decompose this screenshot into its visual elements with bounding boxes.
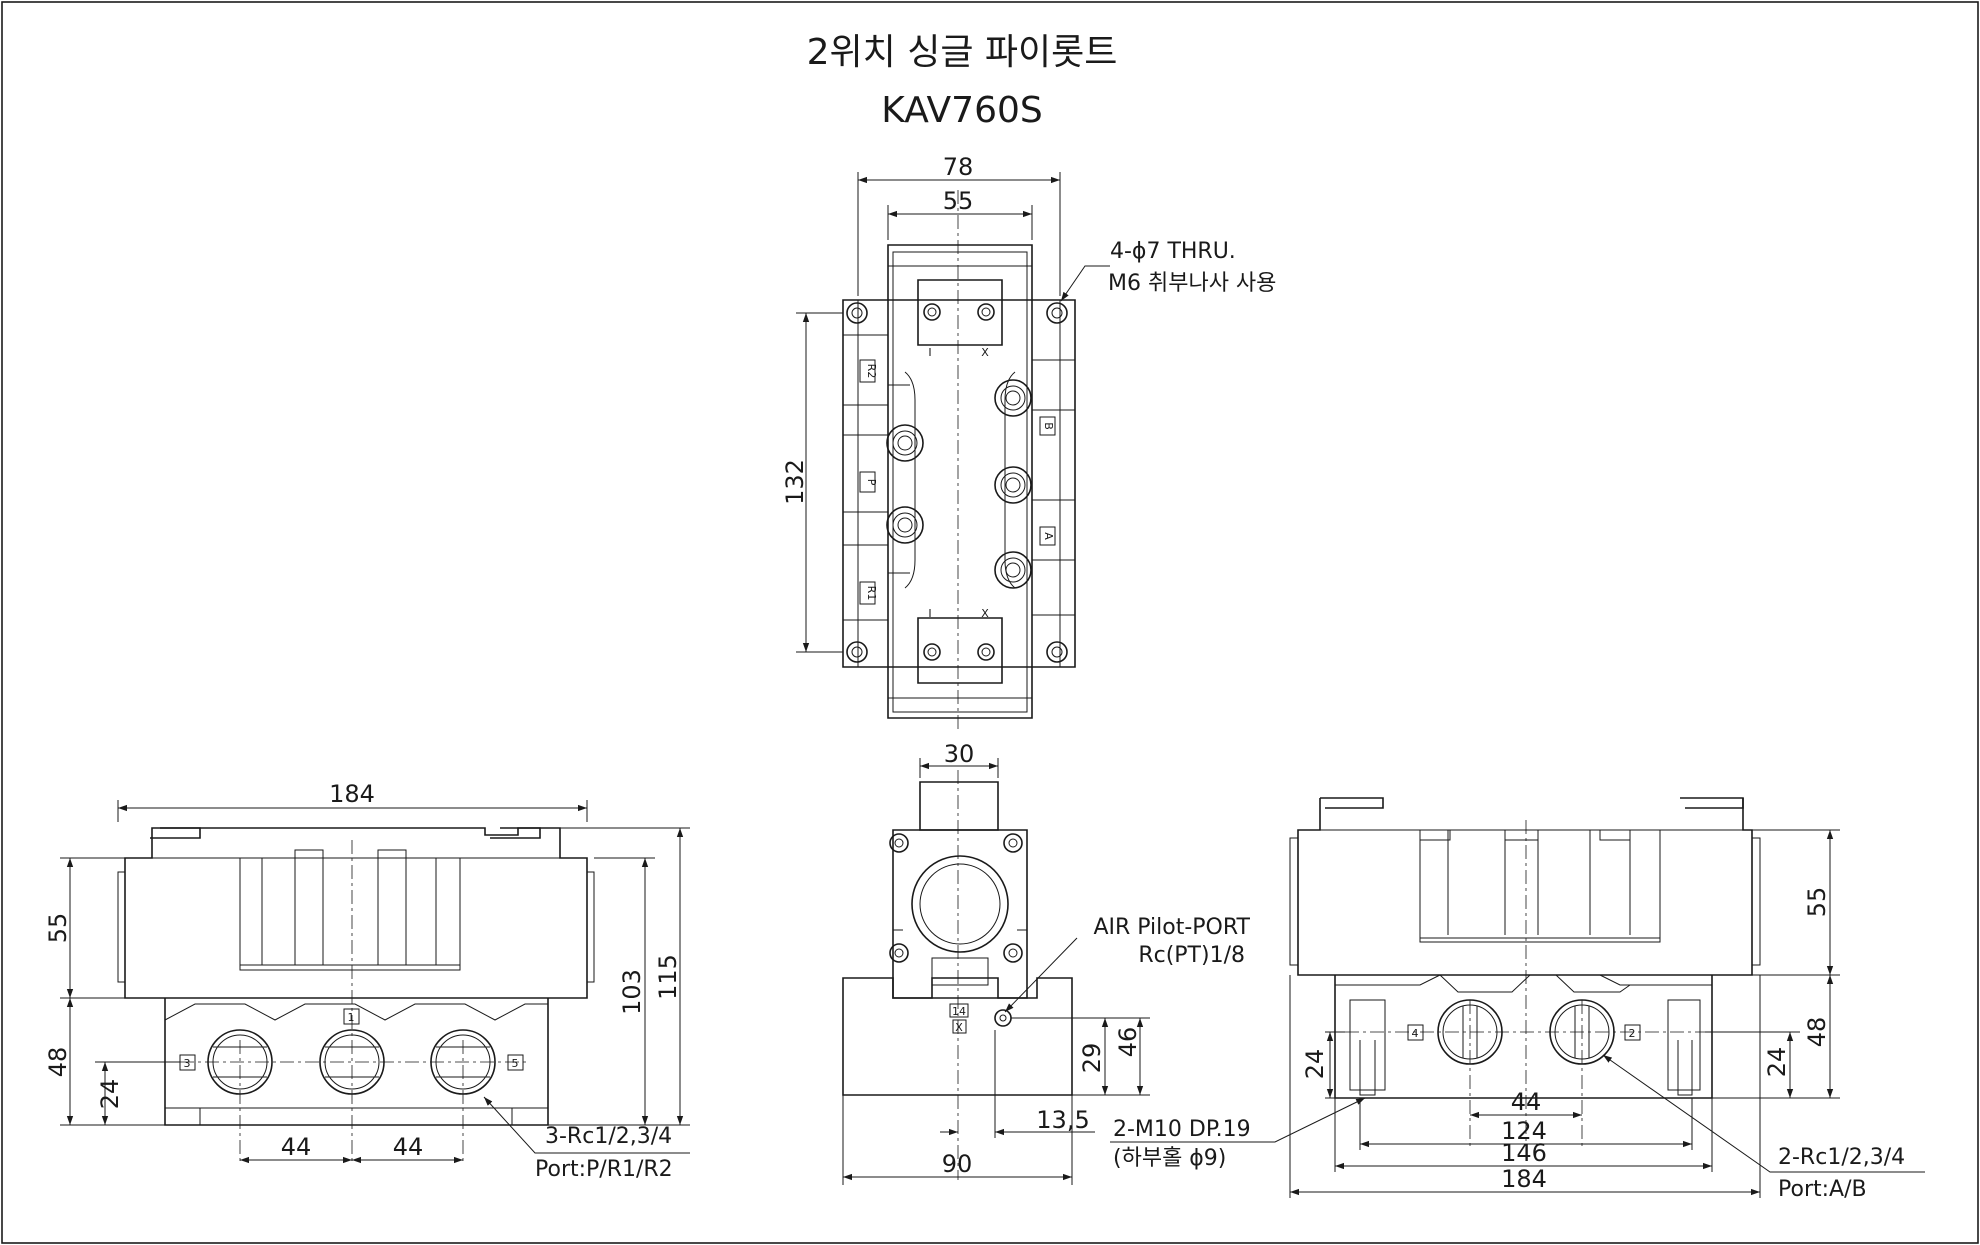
dim-offset: 13,5 [1036,1106,1089,1134]
dim-h48: 48 [1803,1017,1831,1048]
dim-h48: 48 [44,1047,72,1078]
rear-view: 4 2 55 48 24 24 44 124 146 184 2-Rc1/2,3… [1289,797,1925,1202]
dim-length: 184 [329,780,375,808]
port-tag-b: B [1039,416,1056,436]
pilot-port-note: AIR Pilot-PORT [1093,915,1250,940]
mount-hole-size: (하부홀 ϕ9) [1113,1146,1226,1171]
svg-text:4: 4 [1412,1027,1419,1040]
svg-text:A: A [1042,532,1055,540]
dim-top: 30 [944,740,975,768]
svg-text:X: X [955,1021,963,1034]
dim-h24-left: 24 [1301,1049,1329,1080]
port-tag-a: A [1039,526,1056,546]
svg-text:R1: R1 [865,586,878,601]
svg-text:3: 3 [184,1057,191,1070]
dim-pitch2: 44 [393,1133,424,1161]
port-tag-p: P [859,471,878,493]
svg-text:B: B [1042,422,1055,430]
svg-text:P: P [865,479,878,486]
port-note-size: 3-Rc1/2,3/4 [545,1124,672,1149]
port-tag-x: X [952,1019,967,1034]
pilot-mark: X [981,346,989,359]
port-tag-3: 3 [179,1054,196,1071]
dim-h55: 55 [1803,887,1831,918]
dim-height: 132 [781,459,809,505]
port-tag-r1: R1 [859,581,878,605]
svg-text:R2: R2 [865,364,878,379]
dim-h24: 24 [96,1079,124,1110]
dim-h46: 46 [1114,1027,1142,1058]
dim-124: 124 [1501,1117,1547,1145]
dim-184: 184 [1501,1165,1547,1193]
port-tag-4: 4 [1407,1024,1424,1041]
dim-width-inner: 55 [943,187,974,215]
dim-width-outer: 78 [943,153,974,181]
pilot-port-size: Rc(PT)1/8 [1138,943,1245,968]
mount-thread-note: 2-M10 DP.19 [1113,1117,1251,1142]
dim-h24-right: 24 [1763,1047,1791,1078]
port-tag-r2: R2 [859,359,878,383]
dim-146: 146 [1501,1139,1547,1167]
port-tag-2: 2 [1624,1024,1641,1041]
dim-pitch: 44 [1511,1088,1542,1116]
port-tag-14: 14 [949,1003,969,1018]
pilot-mark: X [981,607,989,620]
pilot-mark: I [928,346,931,359]
svg-text:2: 2 [1629,1027,1636,1040]
pilot-mark: I [928,607,931,620]
port-note-names: Port:A/B [1778,1177,1867,1202]
svg-text:1: 1 [348,1011,355,1024]
svg-text:5: 5 [512,1057,519,1070]
dim-h55: 55 [44,913,72,944]
port-note-size: 2-Rc1/2,3/4 [1778,1145,1905,1170]
mount-hole-note: 4-ϕ7 THRU. [1110,239,1236,264]
port-tag-5: 5 [507,1054,524,1071]
top-view: R2 P R1 B A I X I X 78 55 132 4-ϕ7 THRU.… [781,153,1276,730]
port-note-names: Port:P/R1/R2 [535,1157,673,1182]
mount-screw-note: M6 취부나사 사용 [1108,271,1276,296]
dim-h103: 103 [618,969,646,1015]
dim-pitch1: 44 [281,1133,312,1161]
model-number: KAV760S [881,90,1043,131]
side-view: 14 X 30 46 29 13,5 90 AIR Pilot-PORT Rc(… [842,740,1366,1185]
dim-h29: 29 [1078,1043,1106,1074]
front-view: 1 3 5 184 55 48 24 103 115 44 44 3-Rc1/2… [44,780,690,1182]
dim-width: 90 [942,1150,973,1178]
svg-text:14: 14 [952,1005,966,1018]
port-tag-1: 1 [343,1008,360,1025]
drawing-title: 2위치 싱글 파이롯트 [807,32,1118,73]
dim-h115: 115 [654,954,682,1000]
